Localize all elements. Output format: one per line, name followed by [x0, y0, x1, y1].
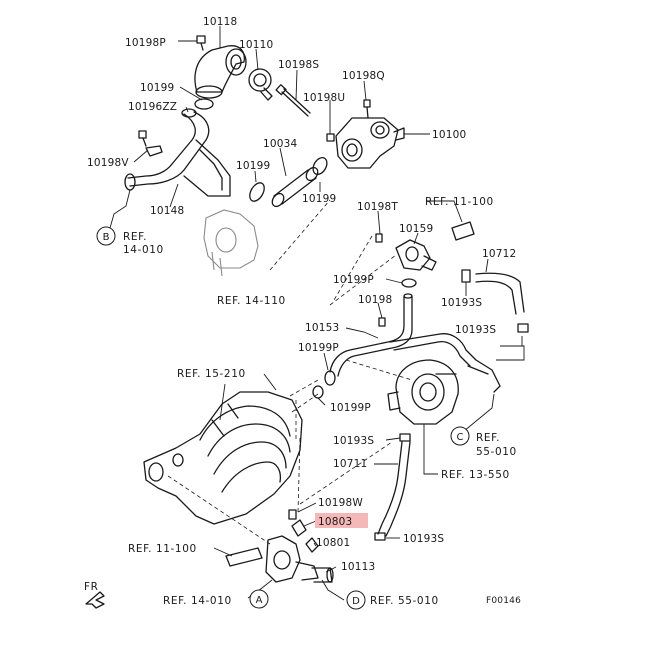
- bolt-10198q-drawing: [363, 99, 371, 108]
- label-10198p: 10198P: [125, 37, 166, 49]
- label-10198: 10198: [358, 294, 392, 306]
- connector-d: D: [346, 590, 366, 610]
- ref-11-100-bottom: REF. 11-100: [128, 543, 197, 555]
- bolt-10196zz-drawing: [138, 130, 163, 157]
- water-outlet-10100-drawing: [335, 117, 405, 169]
- label-10199-mid: 10199: [236, 160, 270, 172]
- intake-manifold-drawing: [143, 391, 303, 525]
- label-10198v: 10198V: [87, 157, 129, 169]
- clip-10193s-drawing: [517, 323, 529, 333]
- connector-d-letter: D: [352, 596, 360, 607]
- ref-14-110: REF. 14-110: [217, 295, 286, 307]
- label-10198s-top: 10198S: [278, 59, 319, 71]
- label-10199-right: 10199: [302, 193, 336, 205]
- ref-c-line2: 55-010: [476, 446, 517, 458]
- bolt-10198p-drawing: [196, 35, 206, 51]
- label-10118: 10118: [203, 16, 237, 28]
- part-labels: 10118 10198P 10110 10198S 10198Q 10199 1…: [87, 16, 516, 573]
- label-10199-top: 10199: [140, 82, 174, 94]
- reference-dash-lines: [167, 199, 413, 545]
- label-10199p-top: 10199P: [333, 274, 374, 286]
- water-pipe-10148-drawing: [124, 108, 231, 197]
- diagram-code: F00146: [486, 596, 521, 606]
- highlight-box-10803: [315, 513, 368, 528]
- label-10159: 10159: [399, 223, 433, 235]
- ref-13-550: REF. 13-550: [441, 469, 510, 481]
- hose-clip-top: [451, 221, 475, 241]
- o-ring-10199-top: [194, 98, 214, 110]
- label-10199p-mid: 10199P: [298, 342, 339, 354]
- leader-lines: [109, 26, 525, 601]
- fitting-10159-drawing: [395, 239, 437, 271]
- sensor-10803-drawing: [291, 519, 307, 537]
- bolt-10198t-drawing: [375, 233, 383, 243]
- ref-15-210: REF. 15-210: [177, 368, 246, 380]
- label-10803: 10803: [318, 516, 352, 528]
- label-10801: 10801: [316, 537, 350, 549]
- fr-label: FR: [84, 581, 99, 593]
- ref-c-line1: REF.: [476, 432, 500, 444]
- label-10113: 10113: [341, 561, 375, 573]
- front-direction-arrow: [85, 591, 105, 609]
- connector-b: B: [96, 226, 116, 246]
- label-10153: 10153: [305, 322, 339, 334]
- connector-a: A: [249, 589, 269, 609]
- label-10193s-right: 10193S: [455, 324, 496, 336]
- hose-to-c: [467, 359, 501, 393]
- label-10193s-top: 10193S: [441, 297, 482, 309]
- hose-clip-bottom: [225, 547, 263, 567]
- bolt-10198w-drawing: [288, 509, 297, 520]
- label-10148: 10148: [150, 205, 184, 217]
- connector-a-letter: A: [256, 595, 263, 606]
- label-10712: 10712: [482, 248, 516, 260]
- o-ring-10199p-mid: [324, 370, 336, 386]
- thermostat-housing-drawing: [194, 45, 247, 99]
- connector-c: C: [450, 426, 470, 446]
- thermostat-drawing: [248, 68, 273, 101]
- clip-10193s-low: [374, 532, 386, 541]
- water-pipe-10034-drawing: [271, 166, 319, 208]
- reference-labels: REF. 14-010 REF. 14-110 REF. 11-100 REF.…: [84, 196, 521, 607]
- plug-10801-drawing: [305, 537, 319, 553]
- water-inlet-fitting-drawing: [265, 535, 334, 583]
- o-ring-10199-right: [312, 156, 328, 176]
- water-pump-drawing: [387, 359, 459, 425]
- label-10198w: 10198W: [318, 497, 363, 509]
- bolt-10198u-drawing: [326, 133, 335, 142]
- connector-c-letter: C: [457, 432, 464, 443]
- connector-b-letter: B: [103, 232, 110, 243]
- o-ring-10199p-low: [312, 385, 324, 399]
- label-10100: 10100: [432, 129, 466, 141]
- label-10711: 10711: [333, 458, 367, 470]
- ref-11-100-top: REF. 11-100: [425, 196, 494, 208]
- label-10198t: 10198T: [357, 201, 398, 213]
- engine-block-fragment: [203, 209, 259, 277]
- label-10034: 10034: [263, 138, 298, 150]
- label-10193s-mid: 10193S: [333, 435, 374, 447]
- label-10198q: 10198Q: [342, 70, 385, 82]
- label-10196zz: 10196ZZ: [128, 101, 177, 113]
- hose-10711-drawing: [377, 441, 411, 537]
- o-ring-10199p-top: [401, 278, 417, 288]
- bolt-10198s-drawing: [275, 84, 311, 117]
- water-pipe-10153-drawing: [329, 293, 477, 377]
- label-10198u: 10198U: [303, 92, 345, 104]
- bolt-10198-drawing: [378, 317, 386, 327]
- ref-14-010-a: REF. 14-010: [163, 595, 232, 607]
- ref-b-line1: REF.: [123, 231, 147, 243]
- clip-10193s-mid: [399, 433, 411, 442]
- label-10199p-low: 10199P: [330, 402, 371, 414]
- label-10110: 10110: [239, 39, 273, 51]
- ref-b-line2: 14-010: [123, 244, 164, 256]
- ref-55-010-d: REF. 55-010: [370, 595, 439, 607]
- label-10193s-low: 10193S: [403, 533, 444, 545]
- o-ring-10199-left: [249, 182, 265, 202]
